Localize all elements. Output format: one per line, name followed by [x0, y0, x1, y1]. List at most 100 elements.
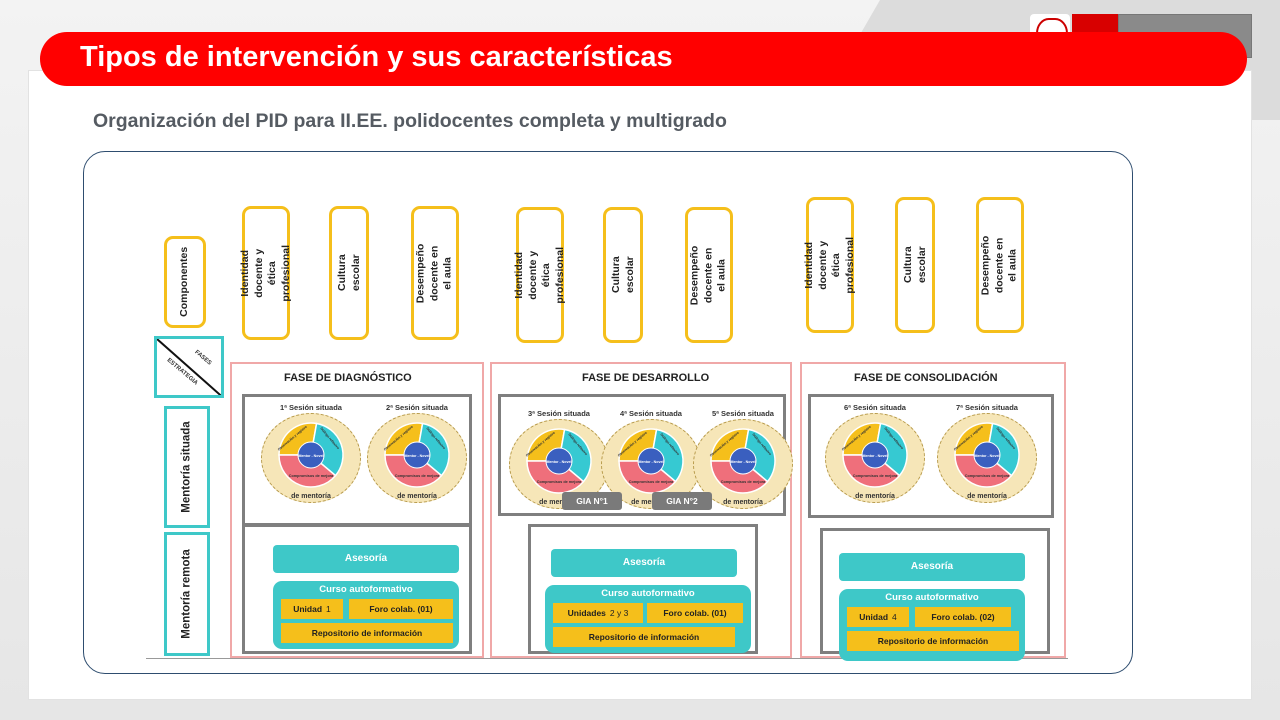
cycle-segment: [558, 428, 592, 483]
component-label: Cultura escolar: [335, 254, 361, 292]
cycle-center-label: Mentor - Novel: [299, 454, 324, 458]
cycle-segment: [986, 422, 1020, 477]
component-label: Cultura escolar: [609, 256, 635, 294]
component-box: Identidad docente y ética profesional: [513, 207, 566, 343]
cycle-footer: de mentoría: [967, 493, 1007, 500]
component-label: Cultura escolar: [901, 246, 927, 284]
cycle-center-label: Mentor - Novel: [405, 454, 430, 458]
cycle-compromisos-label: Compromisos de mejora: [629, 480, 674, 484]
cycle-center: [297, 441, 325, 469]
cycle-segment: [278, 454, 337, 488]
phase-title: FASE DE DIAGNÓSTICO: [284, 372, 412, 384]
component-label: Desempeño docente en el aula: [979, 235, 1019, 295]
cycle-segment: [954, 454, 1013, 488]
component-box: Desempeño docente en el aula: [685, 207, 733, 343]
component-label: Identidad docente y ética profesional: [802, 236, 856, 294]
cycle-center-label: Mentor - Novel: [863, 454, 888, 458]
cycle-center-label: Mentor - Novel: [639, 460, 664, 464]
cycle-segment: [742, 428, 776, 483]
mentoria-situada-label-box: Mentoría situada: [164, 406, 210, 528]
components-label-box: Componentes: [164, 236, 206, 328]
session-title: 7ª Sesión situada: [956, 403, 1018, 412]
cycle-compromisos-label: Compromisos de mejora: [965, 474, 1010, 478]
component-box: Cultura escolar: [895, 197, 935, 333]
foro-badge: Foro colab. (01): [349, 599, 453, 619]
cycle-footer: de mentoría: [291, 493, 331, 500]
repositorio-badge: Repositorio de información: [847, 631, 1019, 651]
cycle-compromisos-label: Compromisos de mejora: [853, 474, 898, 478]
cycle-compromisos-label: Compromisos de mejora: [537, 480, 582, 484]
component-box: Cultura escolar: [329, 206, 369, 340]
cycle-footer: de mentoría: [397, 493, 437, 500]
pid-diagram: Componentes FASES ESTRATEGIA Mentoría si…: [83, 151, 1133, 674]
cycle-footer: de mentoría: [539, 499, 579, 506]
cycle-segment: [874, 422, 908, 477]
cycle-footer: de mentoría: [855, 493, 895, 500]
unidad-label: Unidades: [567, 608, 606, 618]
repositorio-badge: Repositorio de información: [553, 627, 735, 647]
asesoria-button: Asesoría: [839, 553, 1025, 581]
components-label: Componentes: [178, 246, 191, 317]
cycle-segment: [842, 454, 901, 488]
cycle-footer: de mentoría: [723, 499, 763, 506]
cycle-center: [545, 447, 573, 475]
cycle-segment: [416, 422, 450, 477]
cycle-segment: [710, 460, 769, 494]
session-title: 5ª Sesión situada: [712, 409, 774, 418]
session-title: 3ª Sesión situada: [528, 409, 590, 418]
unidad-label: Unidad: [293, 604, 323, 614]
gia-badge: GIA N°1: [562, 492, 622, 510]
unidad-number: 4: [892, 612, 897, 622]
cycle-compromisos-label: Compromisos de mejora: [721, 480, 766, 484]
cycle-center-label: Mentor - Novel: [731, 460, 756, 464]
cycle-segment: [618, 460, 677, 494]
cycle-compromisos-label: Compromisos de mejora: [395, 474, 440, 478]
phase-title: FASE DE DESARROLLO: [582, 372, 710, 384]
session-title: 2ª Sesión situada: [386, 403, 448, 412]
cycle-compromisos-label: Compromisos de mejora: [289, 474, 334, 478]
component-box: Identidad docente y ética profesional: [239, 206, 292, 340]
mentoria-remota-label-box: Mentoría remota: [164, 532, 210, 656]
session-title: 1ª Sesión situada: [280, 403, 342, 412]
cycle-center: [861, 441, 889, 469]
cycle-segment: [310, 422, 344, 477]
cycle-segment: [384, 454, 443, 488]
gia-badge: GIA N°2: [652, 492, 712, 510]
phases-strategy-corner: FASES ESTRATEGIA: [154, 336, 224, 398]
cycle-center: [637, 447, 665, 475]
component-label: Desempeño docente en el aula: [414, 243, 454, 303]
cycle-center: [973, 441, 1001, 469]
curso-title: Curso autoformativo: [319, 584, 413, 595]
session-title: 6ª Sesión situada: [844, 403, 906, 412]
foro-badge: Foro colab. (01): [647, 603, 743, 623]
cycle-footer: de mentoría: [631, 499, 671, 506]
foro-badge: Foro colab. (02): [915, 607, 1011, 627]
cycle-segment: [650, 428, 684, 483]
session-title: 4ª Sesión situada: [620, 409, 682, 418]
asesoria-button: Asesoría: [273, 545, 459, 573]
unidad-number: 1: [326, 604, 331, 614]
